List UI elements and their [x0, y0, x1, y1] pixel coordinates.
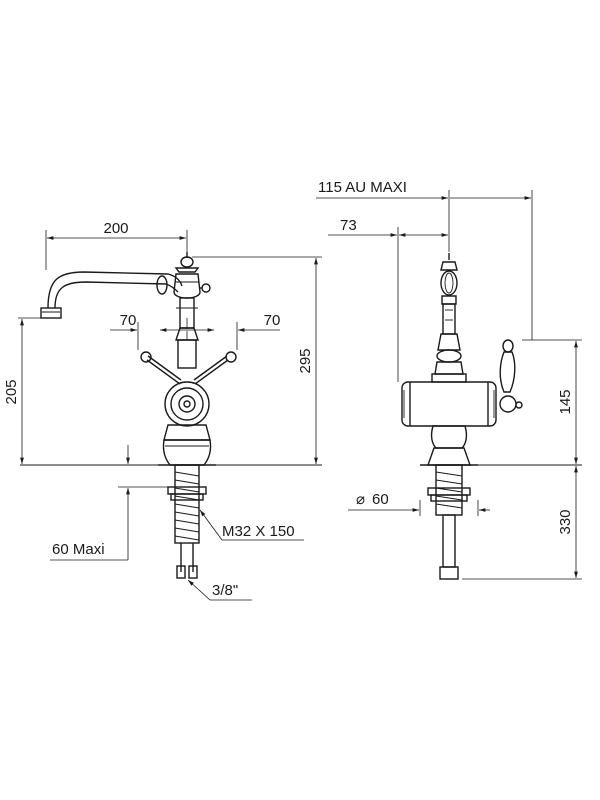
callout-label-connection: 3/8"	[212, 582, 238, 599]
dim-label-diameter-symbol: ⌀	[356, 491, 365, 508]
dim-front-total-height: 295	[192, 256, 322, 464]
side-base	[420, 425, 478, 466]
fixing-nut	[167, 486, 207, 495]
dim-label-70-left: 70	[120, 312, 137, 329]
dim-label-60-maxi: 60 Maxi	[52, 541, 105, 558]
dim-front-spout-height: 205	[3, 317, 41, 464]
hose-connector-right	[188, 565, 198, 579]
dim-label-200: 200	[103, 220, 128, 237]
side-column	[431, 253, 467, 383]
dim-side-offset: 73	[328, 217, 448, 382]
dim-label-diameter-60: 60	[372, 491, 389, 508]
dim-max-deck: 60 Maxi	[50, 445, 170, 561]
dim-side-below-deck: 330	[462, 466, 582, 580]
spout	[40, 271, 183, 319]
callout-connection: 3/8"	[187, 579, 252, 601]
left-handle-knob	[140, 351, 152, 363]
callout-label-thread: M32 X 150	[222, 523, 295, 540]
dim-side-reach: 115 AU MAXI	[316, 179, 533, 340]
right-handle-knob	[225, 351, 237, 363]
dim-side-base-diameter: ⌀ 60	[348, 491, 490, 516]
dim-side-handle-height: 145	[522, 339, 582, 464]
valve-body	[158, 381, 216, 466]
front-view: 200 295 205 70 70	[3, 220, 322, 601]
side-barrel	[401, 381, 497, 427]
hose-connector-left	[176, 565, 186, 579]
cross-handles	[140, 351, 237, 385]
callout-thread: M32 X 150	[199, 509, 304, 541]
dim-label-115-au-maxi: 115 AU MAXI	[318, 179, 407, 196]
dim-handle-spacing: 70 70	[110, 312, 280, 350]
side-lever	[499, 339, 523, 413]
aerator	[40, 307, 62, 319]
dim-label-73: 73	[340, 217, 357, 234]
side-fixing-nut	[427, 487, 471, 496]
dim-label-205: 205	[3, 379, 20, 404]
side-hose-connector	[439, 566, 459, 580]
dim-label-330: 330	[557, 509, 574, 534]
dim-label-295: 295	[297, 348, 314, 373]
side-shank	[427, 464, 471, 580]
dim-label-70-right: 70	[264, 312, 281, 329]
dim-label-145: 145	[557, 389, 574, 414]
upper-body	[173, 252, 211, 369]
side-view: 115 AU MAXI 73 145 330 ⌀ 60	[316, 179, 582, 580]
threaded-shank	[167, 464, 207, 579]
dim-front-width: 200	[45, 220, 188, 270]
